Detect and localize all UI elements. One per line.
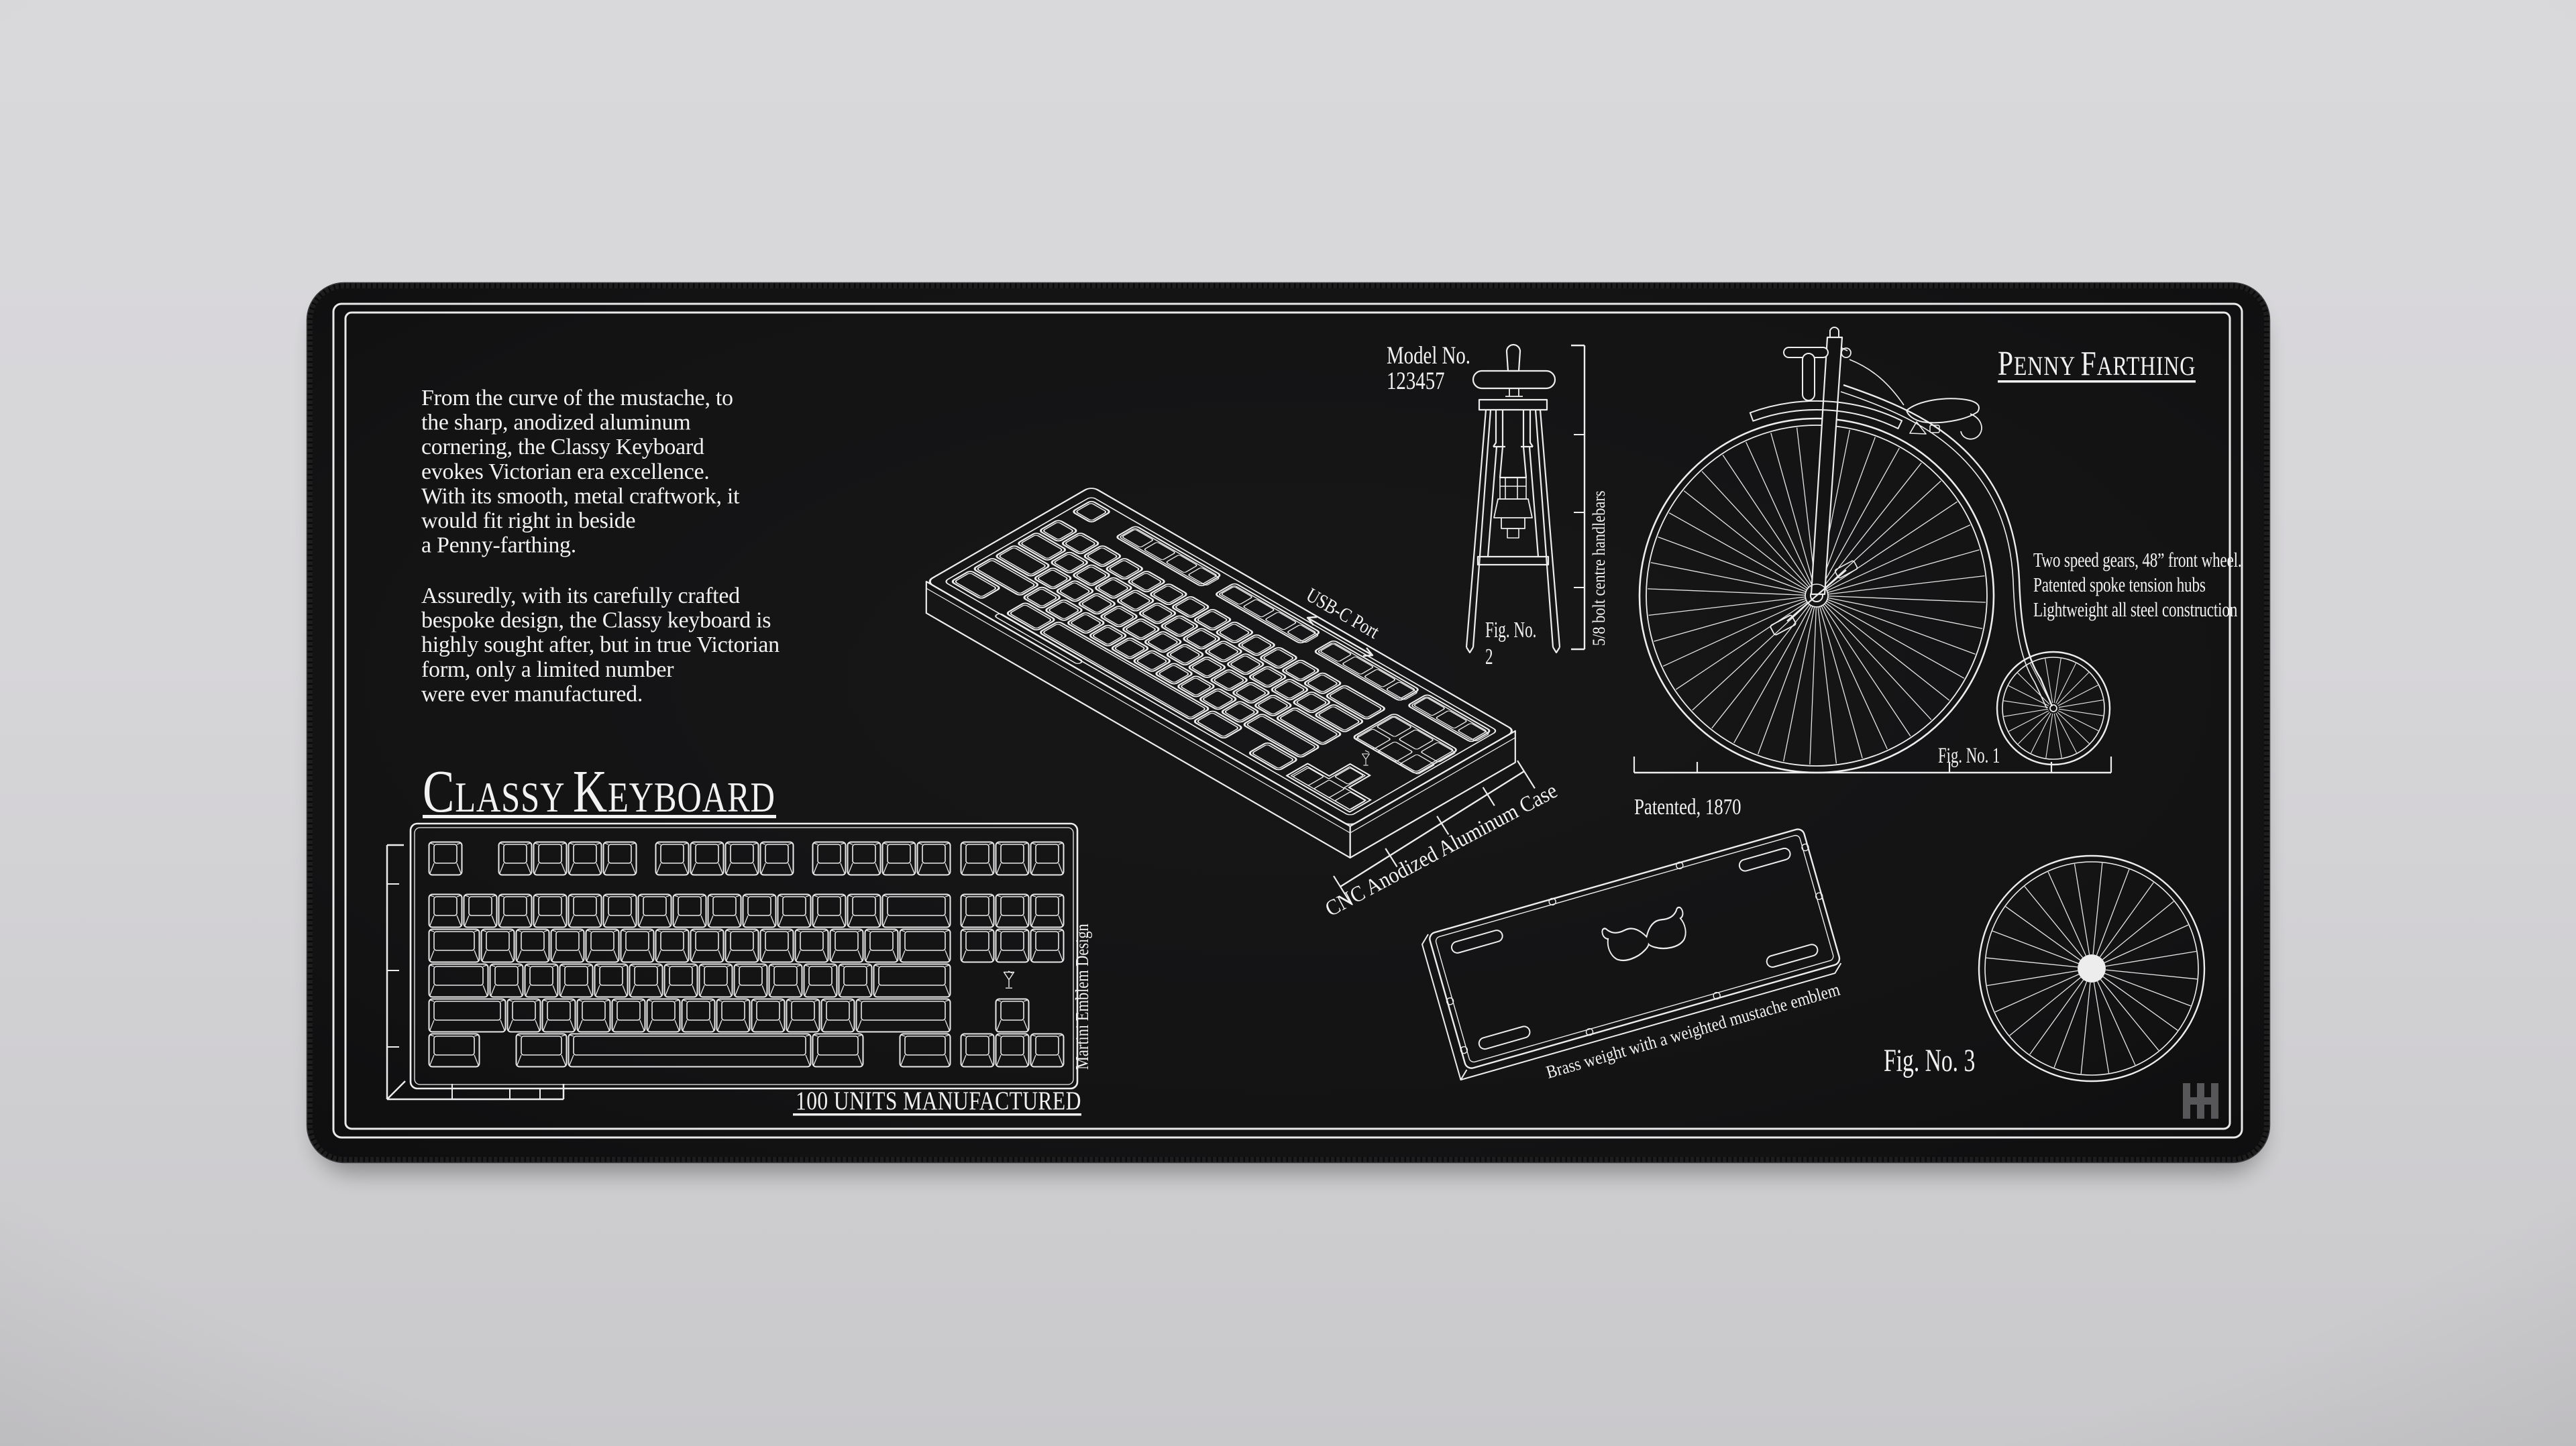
- svg-text:Assuredly, with its carefully: Assuredly, with its carefully crafted: [421, 583, 740, 608]
- svg-text:CLASSY KEYBOARD: CLASSY KEYBOARD: [423, 758, 775, 825]
- svg-text:Two speed gears, 48” front whe: Two speed gears, 48” front wheel.: [2033, 549, 2241, 571]
- svg-text:Model No.: Model No.: [1387, 342, 1470, 370]
- svg-text:Fig. No. 3: Fig. No. 3: [1884, 1042, 1975, 1078]
- svg-text:Fig. No. 1: Fig. No. 1: [1938, 744, 2000, 768]
- svg-text:Patented spoke tension hubs: Patented spoke tension hubs: [2033, 573, 2206, 596]
- svg-text:With its smooth, metal craftwo: With its smooth, metal craftwork, it: [421, 484, 740, 508]
- svg-text:Martini Emblem Design: Martini Emblem Design: [1073, 924, 1092, 1070]
- svg-text:Lightweight all steel construc: Lightweight all steel construction: [2033, 598, 2238, 621]
- svg-text:cornering, the Classy Keyboard: cornering, the Classy Keyboard: [421, 435, 704, 459]
- svg-text:Patented, 1870: Patented, 1870: [1634, 794, 1741, 820]
- svg-text:PENNY FARTHING: PENNY FARTHING: [1998, 345, 2196, 383]
- svg-text:the sharp, anodized aluminum: the sharp, anodized aluminum: [421, 410, 690, 435]
- svg-text:were ever manufactured.: were ever manufactured.: [421, 681, 643, 706]
- svg-text:form, only a limited number: form, only a limited number: [421, 657, 674, 682]
- svg-text:Fig. No.: Fig. No.: [1485, 618, 1536, 643]
- svg-text:123457: 123457: [1387, 368, 1445, 395]
- svg-text:From the curve of the mustache: From the curve of the mustache, to: [421, 386, 733, 410]
- svg-text:2: 2: [1485, 645, 1493, 669]
- svg-text:bespoke design, the Classy key: bespoke design, the Classy keyboard is: [421, 608, 771, 633]
- svg-text:a Penny-farthing.: a Penny-farthing.: [421, 533, 576, 558]
- svg-text:highly sought after, but in tr: highly sought after, but in true Victori…: [421, 632, 780, 657]
- svg-text:would fit right in beside: would fit right in beside: [421, 508, 635, 533]
- svg-text:5/8 bolt centre handlebars: 5/8 bolt centre handlebars: [1589, 491, 1609, 646]
- svg-text:100 UNITS MANUFACTURED: 100 UNITS MANUFACTURED: [796, 1086, 1081, 1115]
- svg-text:evokes Victorian era excellenc: evokes Victorian era excellence.: [421, 459, 710, 484]
